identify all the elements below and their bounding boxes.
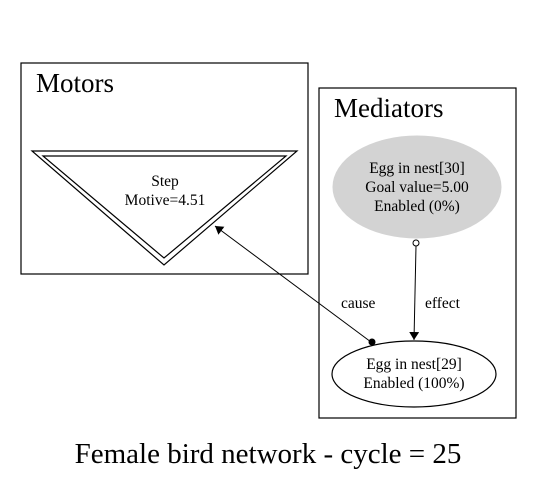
step-node-name: Step <box>151 173 179 190</box>
effect-edge-label: effect <box>425 295 461 312</box>
egg-in-nest-29-ellipse <box>331 340 497 408</box>
egg-in-nest-30-node[interactable]: Egg in nest[30] Goal value=5.00 Enabled … <box>332 135 502 239</box>
effect-edge[interactable]: effect <box>409 239 461 341</box>
motors-cluster-border <box>20 62 309 275</box>
egg-in-nest-30-ellipse <box>332 135 502 239</box>
motors-cluster: Motors <box>20 62 309 275</box>
egg-in-nest-29-enabled: Enabled (100%) <box>363 375 464 392</box>
cause-edge-tail-dot <box>368 338 376 346</box>
mediators-cluster: Mediators <box>318 87 517 419</box>
egg-in-nest-29-name: Egg in nest[29] <box>366 356 462 373</box>
egg-in-nest-30-enabled: Enabled (0%) <box>374 198 460 215</box>
egg-in-nest-29-node[interactable]: Egg in nest[29] Enabled (100%) <box>331 340 497 408</box>
mediators-cluster-label: Mediators <box>334 93 443 123</box>
cause-edge-line <box>214 225 372 343</box>
mediators-cluster-border <box>318 87 517 419</box>
egg-in-nest-30-goal-value: Goal value=5.00 <box>365 179 469 196</box>
step-node[interactable]: Step Motive=4.51 <box>30 150 299 266</box>
step-node-outer-triangle <box>30 150 299 266</box>
step-node-motive: Motive=4.51 <box>125 192 206 209</box>
cause-edge-label: cause <box>341 295 376 312</box>
effect-edge-line <box>409 245 420 341</box>
diagram-caption: Female bird network - cycle = 25 <box>75 438 462 470</box>
effect-edge-tail-circle <box>412 239 420 247</box>
cause-edge[interactable]: cause <box>214 225 376 346</box>
step-node-inner-triangle <box>41 155 288 259</box>
motors-cluster-label: Motors <box>36 68 114 98</box>
egg-in-nest-30-name: Egg in nest[30] <box>369 160 465 177</box>
